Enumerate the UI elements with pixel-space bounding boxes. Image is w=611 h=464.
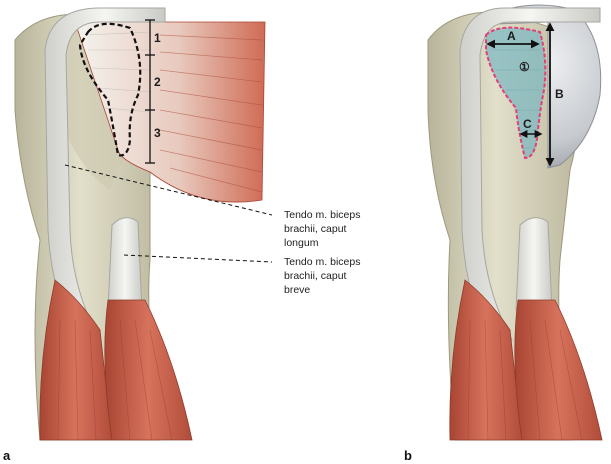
panel-letter-a: a	[3, 448, 11, 463]
segment-3-label: 3	[154, 126, 161, 140]
short-head-tendon-a	[107, 217, 143, 311]
label-short-head: Tendo m. biceps brachii, caput breve	[284, 256, 363, 296]
panel-letter-b: b	[404, 448, 412, 463]
measure-c-label: C	[523, 117, 532, 131]
short-head-tendon-b	[515, 217, 553, 311]
humeral-head	[469, 4, 602, 169]
footprint-outline-a	[78, 22, 142, 157]
segment-2-label: 2	[154, 75, 161, 89]
panel-b: A B C ① b	[404, 4, 603, 463]
zone-marker: ①	[519, 60, 530, 74]
label-long-head: Tendo m. biceps brachii, caput longum	[284, 209, 363, 249]
leader-short-head	[123, 254, 273, 263]
measure-b-label: B	[555, 87, 564, 101]
leader-long-head	[64, 164, 273, 216]
biceps-short-belly-b	[514, 299, 603, 441]
segment-1-label: 1	[154, 31, 161, 45]
footprint-region	[485, 26, 547, 160]
panel-a: 1 2 3 Tendo m. biceps brachii, caput lon…	[3, 7, 363, 463]
biceps-short-belly-a	[104, 299, 193, 441]
measure-a-label: A	[507, 29, 516, 43]
segment-bracket	[145, 19, 155, 164]
